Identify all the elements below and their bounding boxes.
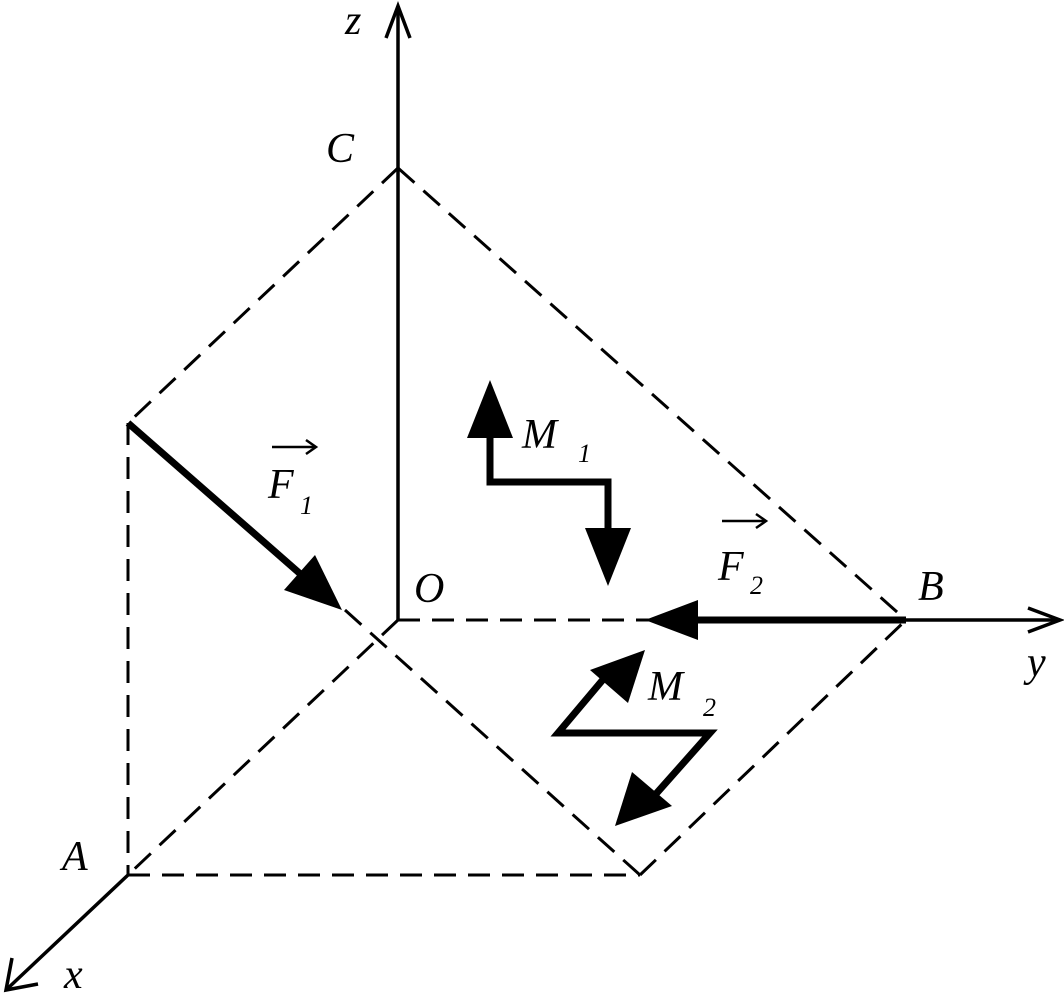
moment-m1-path [486, 430, 612, 540]
moment-m2-label: M [647, 664, 685, 710]
axes [3, 1, 1064, 993]
moment-m2-path [550, 673, 718, 798]
y-arrowhead [1027, 606, 1064, 634]
vector-markers [272, 438, 769, 530]
labels: z y x C O B A F 1 F 2 M 1 M 2 [59, 0, 1046, 996]
force-f2-label: F [717, 544, 744, 590]
moment-m2-symbol [550, 650, 718, 826]
edge-c-top-left [126, 166, 400, 425]
force-f2-head [645, 600, 698, 640]
force-f1-subscript: 1 [300, 491, 313, 520]
edge-diag-corner [343, 608, 642, 877]
x-arrowhead [3, 957, 39, 993]
f2-vector-tip [755, 512, 769, 530]
moment-m1-head-down [585, 528, 631, 586]
f1-vector-tip [305, 438, 319, 456]
force-f2-subscript: 2 [750, 571, 763, 600]
x-axis-label: x [63, 952, 83, 996]
y-axis-label: y [1023, 640, 1046, 686]
force-f2-arrow [645, 600, 906, 640]
force-f1-arrow [125, 420, 342, 610]
moment-m1-label: M [521, 412, 559, 458]
point-c-label: C [326, 126, 355, 172]
moment-m2-subscript: 2 [703, 693, 716, 722]
edge-c-b [397, 166, 907, 622]
point-b-label: B [918, 564, 944, 610]
moment-m2-head-upper [590, 650, 645, 703]
moment-m1-subscript: 1 [578, 439, 591, 468]
force-f1-label: F [267, 462, 294, 508]
point-o-label: O [414, 566, 444, 612]
z-axis-label: z [344, 0, 361, 44]
force-f1-shaft [125, 420, 308, 581]
edge-o-a [126, 618, 400, 877]
moment-m2-head-lower [615, 772, 672, 826]
x-axis [4, 873, 130, 992]
point-a-label: A [59, 834, 88, 880]
edge-corner-b [638, 618, 908, 877]
force-f1-head [284, 555, 342, 610]
moment-m1-head-up [467, 380, 513, 438]
z-arrowhead [384, 1, 412, 39]
moment-m1-symbol [467, 380, 631, 586]
